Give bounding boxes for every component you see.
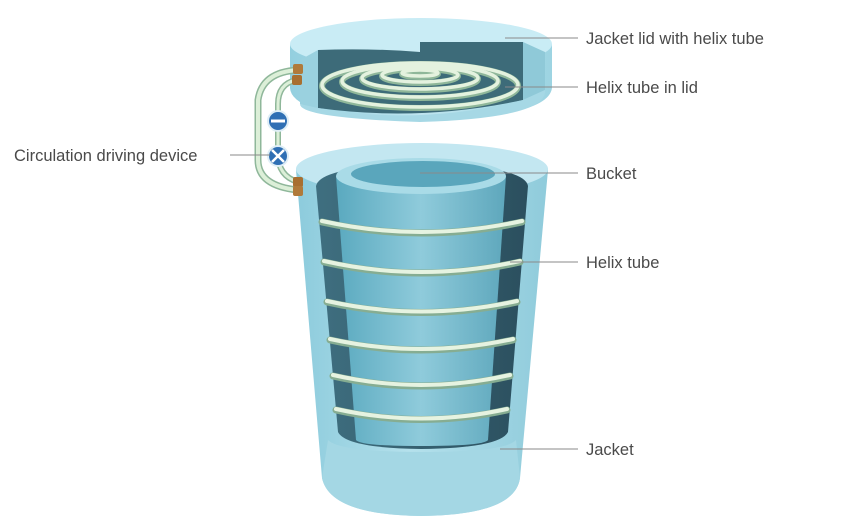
pump-valve-icon [267, 110, 289, 132]
bucket [336, 158, 506, 446]
shutoff-valve-icon [267, 145, 289, 167]
label-helix-tube: Helix tube [586, 254, 659, 272]
leader-lines [230, 37, 578, 450]
jacket-lid [290, 18, 552, 122]
label-circulation-driving-device: Circulation driving device [14, 147, 197, 165]
label-jacket: Jacket [586, 441, 634, 459]
circulation-driving-device [254, 64, 303, 196]
label-jacket-lid: Jacket lid with helix tube [586, 30, 764, 48]
helix-tube [318, 218, 526, 423]
lid-helix-tube [319, 61, 521, 111]
label-bucket: Bucket [586, 165, 637, 183]
label-helix-tube-in-lid: Helix tube in lid [586, 79, 698, 97]
